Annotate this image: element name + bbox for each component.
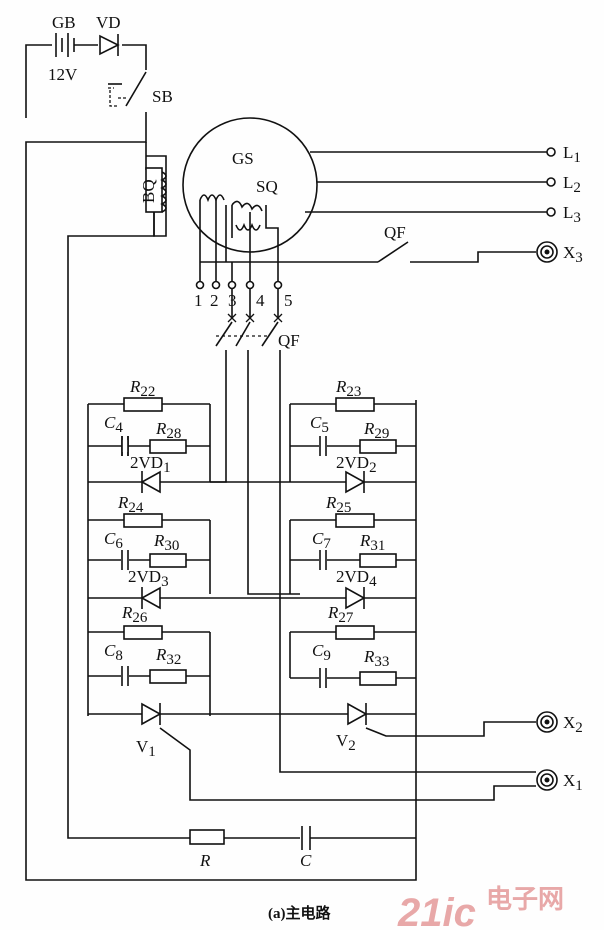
battery-gb bbox=[55, 33, 75, 57]
label-r33: R33 bbox=[363, 647, 389, 670]
left-components bbox=[121, 397, 187, 686]
label-c8: C8 bbox=[104, 641, 123, 664]
label-r26: R26 bbox=[121, 603, 148, 626]
watermark-cn: 电子网 bbox=[486, 885, 564, 915]
label-l2: L2 bbox=[563, 173, 581, 196]
label-r23: R23 bbox=[335, 377, 361, 400]
label-12v: 12V bbox=[48, 65, 78, 84]
label-r22: R22 bbox=[129, 377, 155, 400]
labels: GB VD 12V SB BQ GS SQ L1 L2 L3 X3 QF 1 2… bbox=[48, 13, 583, 922]
label-v1: V1 bbox=[136, 737, 156, 760]
label-l3: L3 bbox=[563, 203, 581, 226]
label-term-5: 5 bbox=[284, 291, 293, 310]
label-gs: GS bbox=[232, 149, 254, 168]
watermark-brand: 21ic bbox=[397, 891, 476, 930]
qf-top bbox=[200, 241, 536, 263]
label-c7: C7 bbox=[312, 529, 331, 552]
label-2vd4: 2VD4 bbox=[336, 567, 377, 590]
label-vd: VD bbox=[96, 13, 121, 32]
label-r25: R25 bbox=[325, 493, 351, 516]
label-r29: R29 bbox=[363, 419, 389, 442]
label-r28: R28 bbox=[155, 419, 181, 442]
terminal-x1 bbox=[536, 769, 558, 791]
label-x2: X2 bbox=[563, 713, 583, 736]
label-term-2: 2 bbox=[210, 291, 219, 310]
label-r31: R31 bbox=[359, 531, 385, 554]
label-term-4: 4 bbox=[256, 291, 265, 310]
watermark-logo: 21ic 电子网 bbox=[397, 885, 564, 930]
terminals-1-5 bbox=[195, 262, 283, 290]
terminal-x2 bbox=[536, 711, 558, 733]
label-r30: R30 bbox=[153, 531, 179, 554]
label-sq: SQ bbox=[256, 177, 278, 196]
label-r32: R32 bbox=[155, 645, 181, 668]
label-x1: X1 bbox=[563, 771, 583, 794]
label-c4: C4 bbox=[104, 413, 123, 436]
label-gb: GB bbox=[52, 13, 76, 32]
label-2vd3: 2VD3 bbox=[128, 567, 169, 590]
left-diodes bbox=[140, 470, 536, 801]
terminal-x3 bbox=[536, 241, 558, 263]
label-2vd1: 2VD1 bbox=[130, 453, 171, 476]
label-c9: C9 bbox=[312, 641, 331, 664]
diode-vd bbox=[99, 34, 120, 56]
generator-gs bbox=[182, 117, 318, 262]
switch-sb bbox=[108, 71, 147, 107]
figure-caption: (a)主电路 bbox=[268, 904, 331, 922]
label-sb: SB bbox=[152, 87, 173, 106]
label-qf-top: QF bbox=[384, 223, 406, 242]
label-v2: V2 bbox=[336, 731, 356, 754]
label-r27: R27 bbox=[327, 603, 354, 626]
label-qf-mid: QF bbox=[278, 331, 300, 350]
label-l1: L1 bbox=[563, 143, 581, 166]
qf-breaker bbox=[210, 289, 536, 773]
label-term-1: 1 bbox=[194, 291, 203, 310]
label-bq: BQ bbox=[139, 179, 158, 203]
label-2vd2: 2VD2 bbox=[336, 453, 377, 476]
label-x3: X3 bbox=[563, 243, 583, 266]
label-c6: C6 bbox=[104, 529, 123, 552]
coil-bq bbox=[67, 155, 190, 839]
output-lines bbox=[305, 147, 556, 217]
label-c: C bbox=[300, 851, 312, 870]
label-r24: R24 bbox=[117, 493, 144, 516]
right-components bbox=[319, 397, 397, 688]
right-diodes bbox=[345, 470, 536, 737]
label-term-3: 3 bbox=[228, 291, 237, 310]
bottom-rc bbox=[189, 826, 416, 850]
label-r: R bbox=[199, 851, 211, 870]
label-c5: C5 bbox=[310, 413, 329, 436]
